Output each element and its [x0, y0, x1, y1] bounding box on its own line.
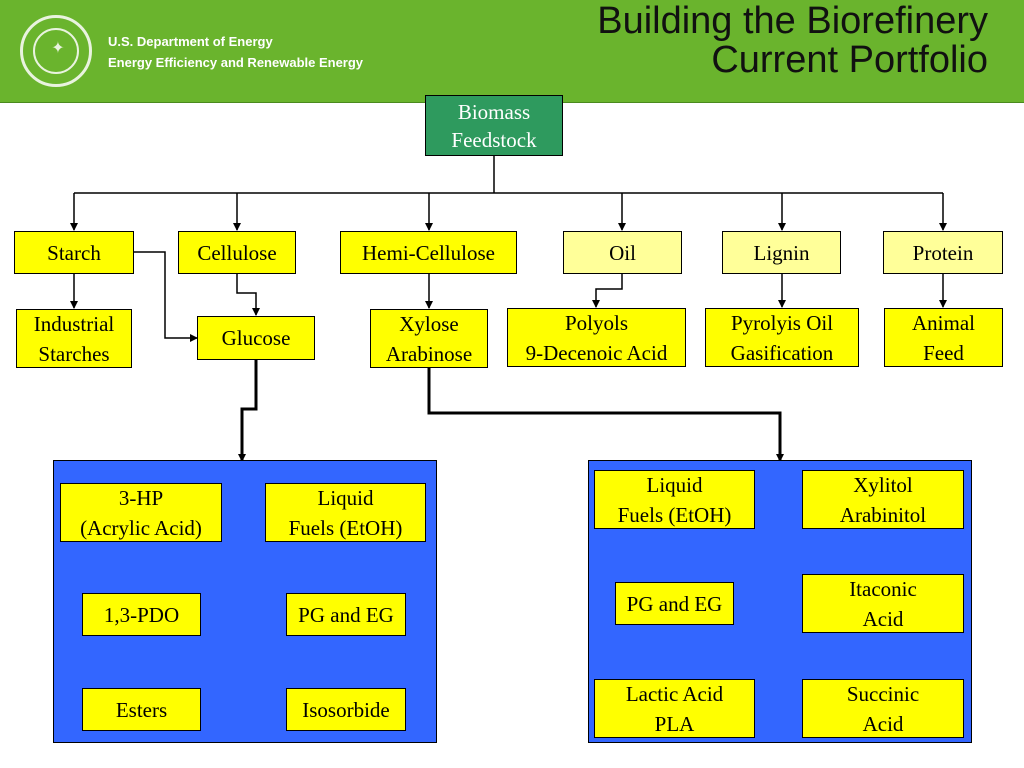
node-industrial-starches: Industrial Starches [16, 309, 132, 368]
node-hemi-cellulose: Hemi-Cellulose [340, 231, 517, 274]
header-bar: ✦ U.S. Department of Energy Energy Effic… [0, 0, 1024, 103]
liquid-fuels-x-line2: Fuels (EtOH) [617, 502, 732, 527]
org-subname: Energy Efficiency and Renewable Energy [108, 55, 364, 70]
lactic-line1: Lactic Acid [625, 681, 724, 706]
node-xylose-arabinose: Xylose Arabinose [370, 309, 488, 368]
liquid-fuels-g-line2: Fuels (EtOH) [288, 515, 403, 540]
polyols-line2: 9-Decenoic Acid [525, 340, 668, 365]
panel-item-xylitol: Xylitol Arabinitol [802, 470, 964, 529]
xylose-line1: Xylose [399, 311, 459, 336]
industrial-starches-line2: Starches [38, 341, 110, 366]
panel-item-pg-eg-xylose: PG and EG [615, 582, 734, 625]
node-glucose: Glucose [197, 316, 315, 360]
liquid-fuels-x-line1: Liquid [646, 472, 703, 497]
xylose-line2: Arabinose [385, 341, 473, 366]
node-biomass-line2: Feedstock [451, 127, 537, 152]
xylitol-line1: Xylitol [853, 472, 913, 497]
animal-feed-line1: Animal [912, 310, 975, 335]
pyrolysis-line2: Gasification [730, 340, 834, 365]
xylitol-line2: Arabinitol [839, 502, 927, 527]
node-protein: Protein [883, 231, 1003, 274]
node-lignin: Lignin [722, 231, 841, 274]
title-line-1: Building the Biorefinery [597, 0, 988, 42]
node-pyrolysis-oil: Pyrolyis Oil Gasification [705, 308, 859, 367]
panel-item-13pdo: 1,3-PDO [82, 593, 201, 636]
node-starch: Starch [14, 231, 134, 274]
succinic-line1: Succinic [846, 681, 920, 706]
itaconic-line1: Itaconic [849, 576, 917, 601]
animal-feed-line2: Feed [923, 340, 964, 365]
itaconic-line2: Acid [862, 606, 904, 631]
pyrolysis-line1: Pyrolyis Oil [730, 310, 834, 335]
node-cellulose: Cellulose [178, 231, 296, 274]
3hp-line1: 3-HP [118, 485, 164, 510]
panel-item-esters: Esters [82, 688, 201, 731]
node-animal-feed: Animal Feed [884, 308, 1003, 367]
panel-item-isosorbide: Isosorbide [286, 688, 406, 731]
panel-item-pg-eg-glucose: PG and EG [286, 593, 406, 636]
panel-item-succinic-acid: Succinic Acid [802, 679, 964, 738]
panel-item-liquid-fuels-xylose: Liquid Fuels (EtOH) [594, 470, 755, 529]
doe-seal-icon: ✦ [20, 15, 92, 87]
succinic-line2: Acid [862, 711, 904, 736]
panel-item-lactic-acid: Lactic Acid PLA [594, 679, 755, 738]
panel-item-liquid-fuels-glucose: Liquid Fuels (EtOH) [265, 483, 426, 542]
lactic-line2: PLA [654, 711, 695, 736]
node-biomass-feedstock: Biomass Feedstock [425, 95, 563, 156]
node-polyols: Polyols 9-Decenoic Acid [507, 308, 686, 367]
panel-item-itaconic-acid: Itaconic Acid [802, 574, 964, 633]
page-title: Building the Biorefinery Current Portfol… [597, 2, 988, 80]
panel-item-3hp: 3-HP (Acrylic Acid) [60, 483, 222, 542]
3hp-line2: (Acrylic Acid) [80, 515, 202, 540]
liquid-fuels-g-line1: Liquid [317, 485, 374, 510]
title-line-2: Current Portfolio [711, 39, 988, 81]
node-oil: Oil [563, 231, 682, 274]
industrial-starches-line1: Industrial [33, 311, 115, 336]
polyols-line1: Polyols [564, 310, 629, 335]
org-name: U.S. Department of Energy [108, 34, 273, 49]
node-biomass-line1: Biomass [457, 99, 531, 124]
